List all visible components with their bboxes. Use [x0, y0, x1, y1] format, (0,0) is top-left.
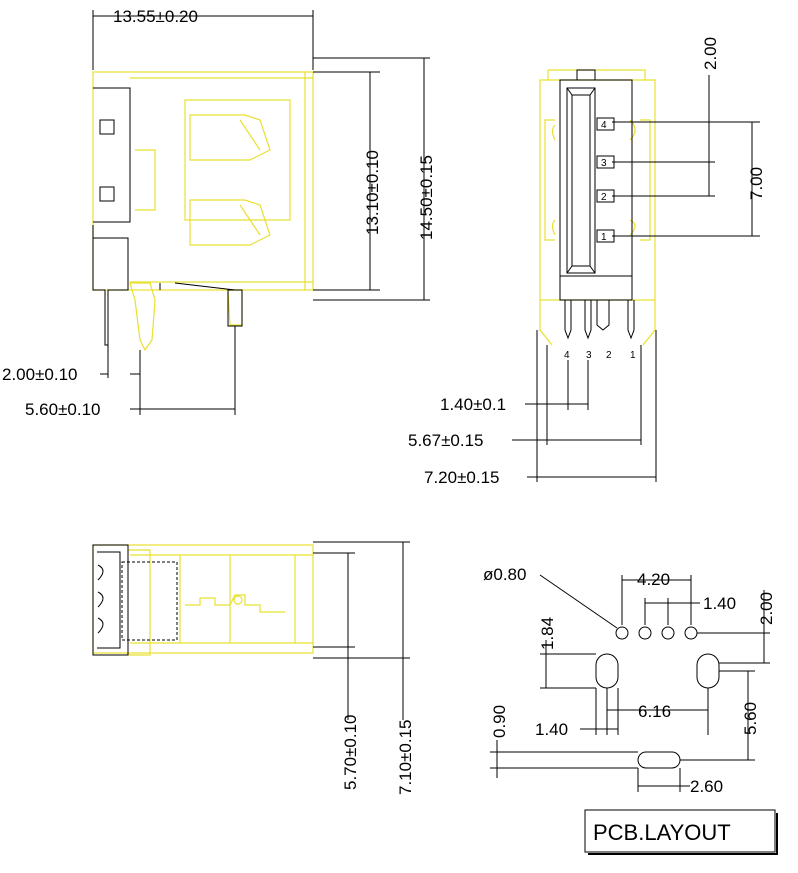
top-view-dimensions: 5.70±0.10 7.10±0.15 [313, 541, 415, 795]
dim-pcb-1-40-bottom: 1.40 [535, 720, 568, 739]
dim-pcb-0-90: 0.90 [490, 705, 509, 738]
dim-pcb-5-60: 5.60 [741, 702, 760, 735]
dim-hole-dia: ø0.80 [483, 565, 526, 584]
pcb-hole [615, 626, 629, 640]
dim-height-13-10: 13.10±0.10 [363, 150, 382, 235]
dim-pin-5-60: 5.60±0.10 [25, 400, 101, 419]
dim-side-5-70: 5.70±0.10 [341, 714, 360, 790]
pcb-dimensions: ø0.80 4.20 1.40 2.00 1.84 6.16 1.40 5.60 [483, 565, 776, 796]
dim-pin-2-00: 2.00±0.10 [2, 365, 78, 384]
front-view-dimensions: 2.00 7.00 1.40±0.1 5.67±0.15 7.20±0.15 [408, 37, 766, 487]
pcb-layout [595, 626, 720, 769]
pcb-hole [684, 626, 698, 640]
face-pin-3: 3 [601, 158, 607, 169]
pcb-slot-left [595, 653, 619, 689]
dim-span-7-20: 7.20±0.15 [424, 468, 500, 487]
dim-width: 13.55±0.20 [113, 7, 198, 26]
dim-front-7-00: 7.00 [747, 167, 766, 200]
side-view-dimensions: 13.55±0.20 13.10±0.10 14.50±0.15 2.00±0.… [2, 7, 436, 419]
dim-pcb-2-00: 2.00 [757, 592, 776, 625]
pcb-hole [661, 626, 675, 640]
dim-pcb-2-60: 2.60 [690, 777, 723, 796]
side-view [92, 71, 314, 352]
dim-pcb-4-20: 4.20 [637, 570, 670, 589]
dim-pitch: 1.40±0.1 [440, 395, 506, 414]
dim-front-2-00: 2.00 [701, 37, 720, 70]
pcb-slot-right [696, 653, 720, 689]
bottom-pin-3: 3 [586, 350, 592, 361]
title-label: PCB.LAYOUT [593, 820, 731, 845]
dim-span-5-67: 5.67±0.15 [408, 431, 484, 450]
dim-height-14-50: 14.50±0.15 [417, 155, 436, 240]
pcb-slot-bottom [637, 751, 681, 769]
front-view: 4 3 2 1 4 3 2 1 [539, 69, 656, 361]
bottom-pin-2: 2 [606, 350, 612, 361]
dim-pcb-1-40-top: 1.40 [703, 594, 736, 613]
dim-pcb-6-16: 6.16 [638, 702, 671, 721]
dim-pcb-1-84: 1.84 [538, 617, 557, 650]
bottom-pin-1: 1 [630, 350, 636, 361]
bottom-pin-4: 4 [564, 350, 570, 361]
top-view [92, 544, 314, 656]
face-pin-4: 4 [601, 120, 607, 131]
dim-side-7-10: 7.10±0.15 [396, 719, 415, 795]
title-box: PCB.LAYOUT [584, 809, 778, 855]
face-pin-2: 2 [601, 192, 607, 203]
face-pin-1: 1 [601, 232, 607, 243]
pcb-hole [638, 626, 652, 640]
